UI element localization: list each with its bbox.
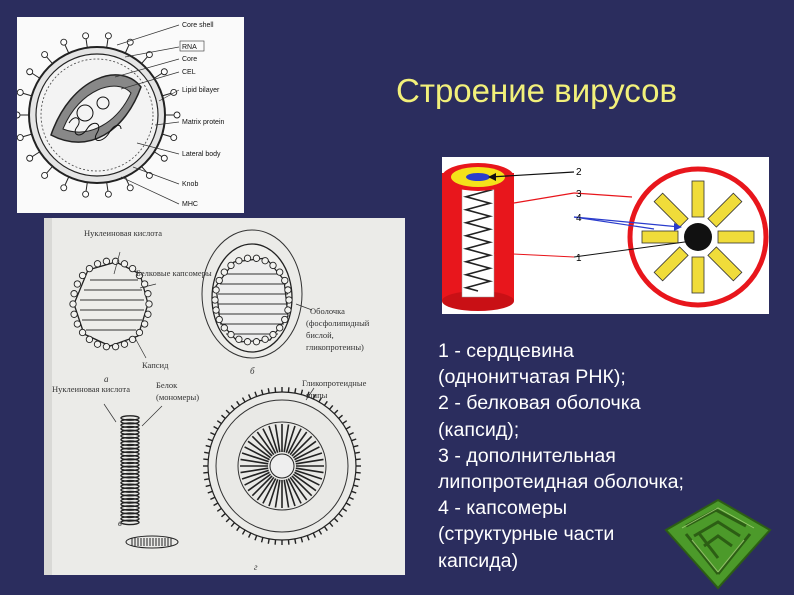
label-envelope-4: гликопротеины)	[306, 342, 364, 352]
description-line: (структурные части	[438, 521, 778, 547]
core-dot	[684, 223, 712, 251]
description-line: (однонитчатая РНК);	[438, 364, 778, 390]
virus-structure-drawing: Нуклеиновая кислота Белковые капсомеры К…	[44, 218, 405, 575]
description-line: липопротеидная оболочка;	[438, 469, 778, 495]
virus-structure-drawing-svg: Нуклеиновая кислота Белковые капсомеры К…	[44, 218, 405, 575]
virion-label: MHC	[182, 201, 198, 208]
virion-label: Lipid bilayer	[182, 87, 220, 94]
virion-label: CEL	[182, 69, 196, 76]
description: 1 - сердцевина (однонитчатая РНК); 2 - б…	[438, 338, 778, 574]
virus-schematic-svg: 2 3 4 1	[442, 157, 769, 314]
description-line: 2 - белковая оболочка	[438, 390, 778, 416]
description-line: 4 - капсомеры	[438, 495, 778, 521]
virion-label: Lateral body	[182, 151, 221, 158]
callout-2: 2	[576, 167, 582, 178]
callout-1: 1	[576, 253, 582, 264]
label-protein-capsomeres: Белковые капсомеры	[136, 268, 212, 278]
callout-4: 4	[576, 213, 582, 224]
virion-label: Knob	[182, 181, 198, 188]
label-protein-2: (мономеры)	[156, 392, 199, 402]
label-panel-b: б	[250, 366, 255, 376]
description-line: капсида)	[438, 548, 778, 574]
description-line: 1 - сердцевина	[438, 338, 778, 364]
label-panel-d: г	[254, 562, 258, 572]
description-line: (капсид);	[438, 417, 778, 443]
label-nucleic-acid-c: Нуклеиновая кислота	[52, 384, 130, 394]
virion-label: Matrix protein	[182, 119, 225, 126]
label-protein-1: Белок	[156, 380, 178, 390]
callout-3: 3	[576, 189, 582, 200]
label-panel-a: а	[104, 374, 109, 384]
label-spikes-1: Гликопротеидные	[302, 378, 367, 388]
label-envelope-1: Оболочка	[310, 306, 345, 316]
label-spikes-2: шипы	[306, 390, 328, 400]
virion-label: Core shell	[182, 22, 214, 29]
label-envelope-3: бислой,	[306, 330, 334, 340]
label-envelope-2: (фосфолипидный	[306, 318, 370, 328]
virion-label: Core	[182, 56, 197, 63]
description-line: 3 - дополнительная	[438, 443, 778, 469]
virion-label: RNA	[182, 44, 197, 51]
label-panel-c: в	[118, 518, 122, 528]
label-capsid: Капсид	[142, 360, 169, 370]
label-nucleic-acid-a: Нуклеиновая кислота	[84, 228, 162, 238]
virus-schematic: 2 3 4 1	[442, 157, 769, 314]
slide-title: Строение вирусов	[396, 72, 776, 110]
